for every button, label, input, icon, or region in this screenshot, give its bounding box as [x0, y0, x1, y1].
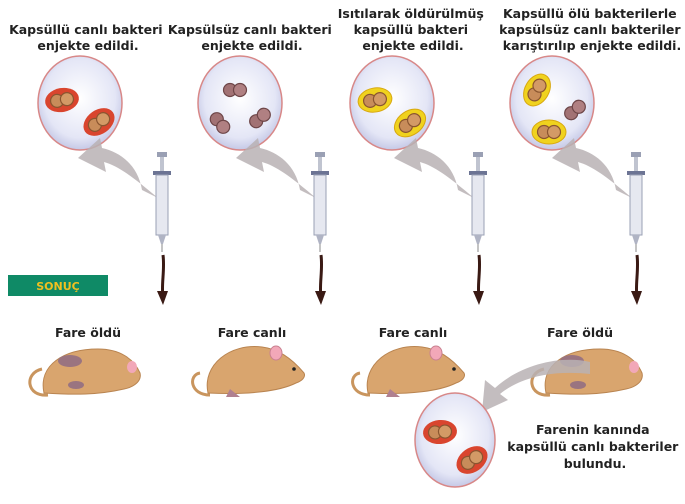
- experiment-3: Fare canlı Isıtılarak öldürülmüş kapsüll…: [338, 6, 488, 399]
- dead-mouse: [28, 347, 142, 397]
- heat-killed-capsulated-bacterium: [532, 120, 566, 144]
- bacteria-dish-2: [197, 55, 283, 151]
- result-4: Fare öldü: [547, 325, 613, 340]
- syringe-icon: [310, 151, 330, 253]
- down-arrow-icon: [155, 253, 170, 307]
- down-arrow-icon: [471, 253, 486, 307]
- blood-finding-text: Farenin kanında kapsüllü canlı bakterile…: [507, 422, 682, 471]
- syringe-icon: [152, 151, 172, 253]
- experiment-1: Fare öldü Kapsüllü canlı bakteri enjekte…: [9, 22, 172, 397]
- curved-arrow-icon: [482, 359, 590, 412]
- syringe-icon: [468, 151, 488, 253]
- caption-2: Kapsülsüz canlı bakteri enjekte edildi.: [168, 22, 336, 53]
- result-banner: SONUÇ: [8, 275, 108, 296]
- result-2: Fare canlı: [218, 325, 287, 340]
- alive-mouse: [351, 344, 467, 399]
- blood-finding: Farenin kanında kapsüllü canlı bakterile…: [414, 359, 682, 488]
- experiment-2: Fare canlı Kapsülsüz canlı bakteri enjek…: [168, 22, 336, 399]
- experiment-4: Fare öldü Kapsüllü ölü bakterilerle kaps…: [499, 6, 685, 397]
- caption-1: Kapsüllü canlı bakteri enjekte edildi.: [9, 22, 167, 53]
- uncapsulated-bacterium: [222, 82, 248, 98]
- result-1: Fare öldü: [55, 325, 121, 340]
- caption-3: Isıtılarak öldürülmüş kapsüllü bakteri e…: [338, 6, 488, 53]
- alive-mouse: [191, 344, 307, 399]
- caption-4: Kapsüllü ölü bakterilerle kapsülsüz canl…: [499, 6, 685, 53]
- result-3: Fare canlı: [379, 325, 448, 340]
- svg-text:SONUÇ: SONUÇ: [36, 280, 79, 293]
- down-arrow-icon: [629, 253, 644, 307]
- syringe-icon: [626, 151, 646, 253]
- down-arrow-icon: [313, 253, 328, 307]
